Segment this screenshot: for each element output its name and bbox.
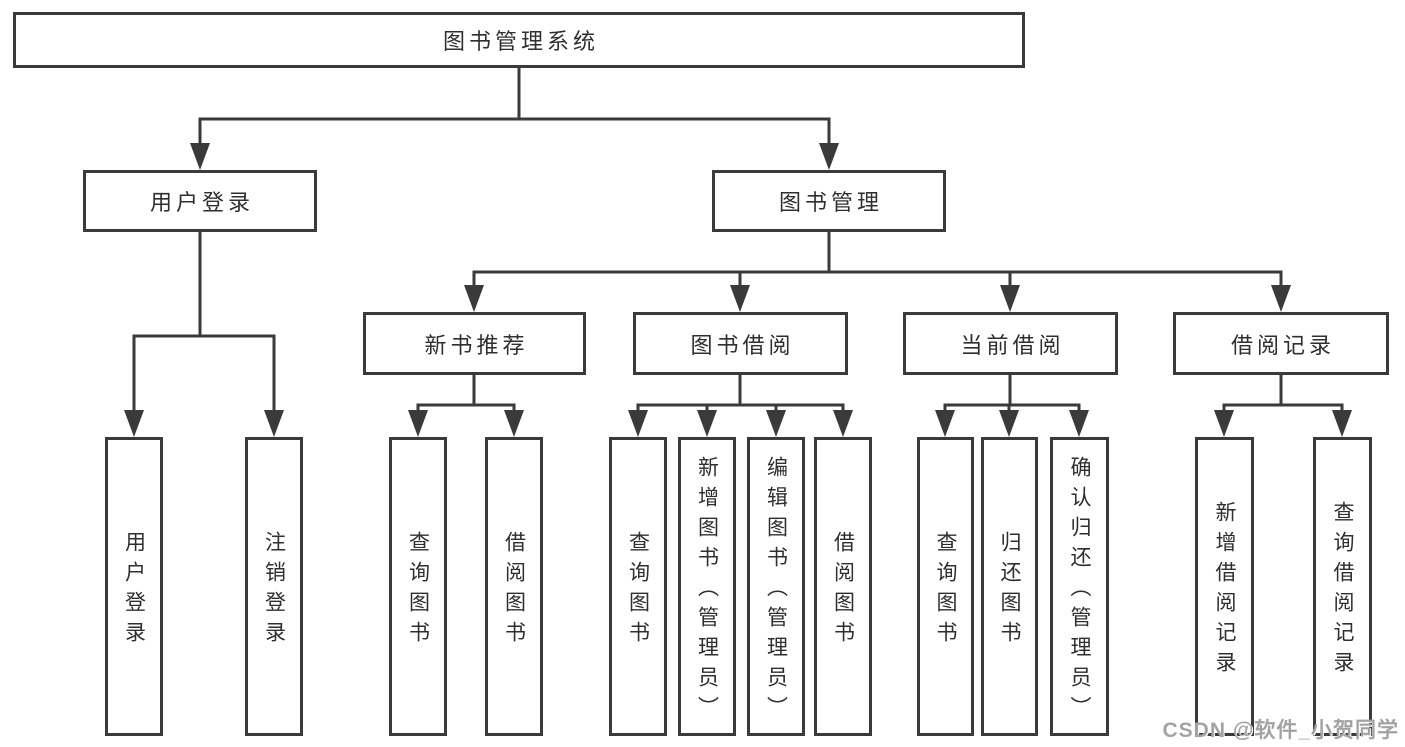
leaf-label: 查询图书 bbox=[934, 531, 957, 651]
arrow-down-icon bbox=[124, 410, 144, 437]
leaf-borrow-books: 借阅图书 bbox=[814, 437, 872, 736]
arrow-down-icon bbox=[628, 410, 648, 437]
arrow-down-icon bbox=[464, 285, 484, 312]
leaf-label: 查询图书 bbox=[626, 531, 650, 651]
leaf-user-login: 用户登录 bbox=[105, 437, 163, 736]
leaf-label: 用户登录 bbox=[122, 531, 146, 651]
arrow-down-icon bbox=[697, 410, 717, 437]
arrow-down-icon bbox=[1271, 285, 1291, 312]
leaf-label: 借阅图书 bbox=[831, 531, 855, 651]
leaf-query-books-recommend: 查询图书 bbox=[389, 437, 447, 736]
node-root: 图书管理系统 bbox=[13, 12, 1025, 68]
leaf-query-books-current: 查询图书 bbox=[917, 437, 974, 736]
leaf-label: 编辑图书（管理员） bbox=[764, 456, 788, 726]
leaf-add-books-admin: 新增图书（管理员） bbox=[678, 437, 736, 736]
leaf-label: 确认归还（管理员） bbox=[1068, 456, 1091, 726]
arrow-down-icon bbox=[730, 285, 750, 312]
node-new-book-recommend: 新书推荐 bbox=[363, 312, 586, 375]
node-borrow-records: 借阅记录 bbox=[1173, 312, 1389, 375]
leaf-edit-books-admin: 编辑图书（管理员） bbox=[747, 437, 805, 736]
leaf-label: 注销登录 bbox=[262, 531, 286, 651]
arrow-down-icon bbox=[935, 410, 955, 437]
arrow-down-icon bbox=[1069, 410, 1089, 437]
leaf-logout: 注销登录 bbox=[245, 437, 303, 736]
arrow-down-icon bbox=[1000, 285, 1020, 312]
node-current-borrowing: 当前借阅 bbox=[903, 312, 1118, 375]
arrow-down-icon bbox=[190, 143, 210, 170]
arrow-down-icon bbox=[264, 410, 284, 437]
leaf-query-borrow-record: 查询借阅记录 bbox=[1313, 437, 1372, 736]
arrow-down-icon bbox=[408, 410, 428, 437]
leaf-label: 新增图书（管理员） bbox=[695, 456, 719, 726]
leaf-label: 查询图书 bbox=[406, 531, 430, 651]
arrow-down-icon bbox=[766, 410, 786, 437]
node-book-borrowing: 图书借阅 bbox=[633, 312, 848, 375]
node-book-management: 图书管理 bbox=[712, 170, 946, 232]
leaf-add-borrow-record: 新增借阅记录 bbox=[1195, 437, 1254, 736]
arrow-down-icon bbox=[999, 410, 1019, 437]
leaf-borrow-books-recommend: 借阅图书 bbox=[485, 437, 543, 736]
watermark: CSDN @软件_小贺同学 bbox=[1162, 719, 1399, 742]
arrow-down-icon bbox=[1332, 410, 1352, 437]
leaf-label: 借阅图书 bbox=[502, 531, 526, 651]
leaf-label: 查询借阅记录 bbox=[1331, 501, 1354, 681]
leaf-query-books-borrow: 查询图书 bbox=[609, 437, 667, 736]
leaf-label: 新增借阅记录 bbox=[1213, 501, 1236, 681]
leaf-label: 归还图书 bbox=[998, 531, 1021, 651]
leaf-confirm-return-admin: 确认归还（管理员） bbox=[1050, 437, 1109, 736]
node-user-login: 用户登录 bbox=[83, 170, 317, 232]
arrow-down-icon bbox=[819, 143, 839, 170]
arrow-down-icon bbox=[504, 410, 524, 437]
leaf-return-books: 归还图书 bbox=[981, 437, 1038, 736]
arrow-down-icon bbox=[1214, 410, 1234, 437]
arrow-down-icon bbox=[833, 410, 853, 437]
